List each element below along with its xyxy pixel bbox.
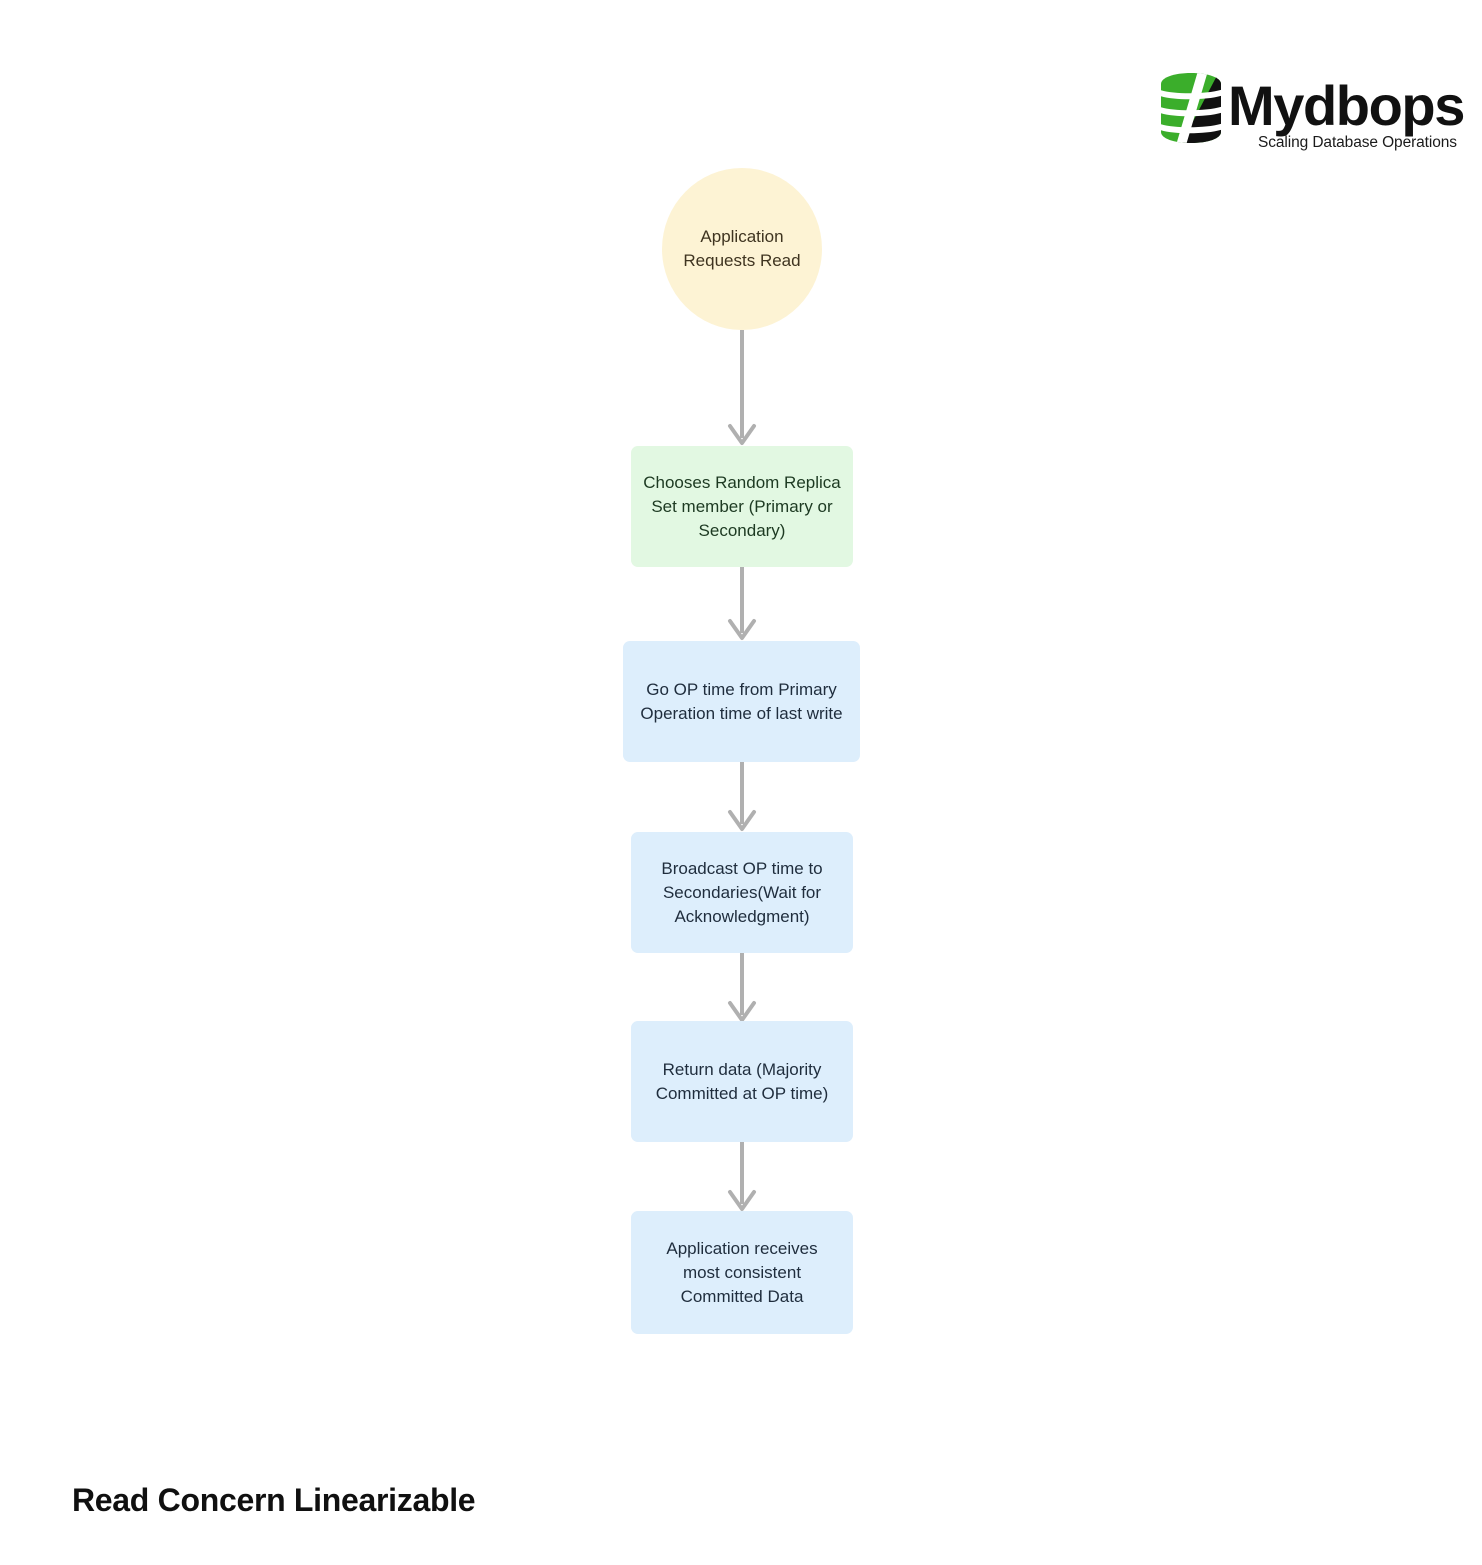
flow-edge-n5-n6 [722,1142,762,1212]
flow-node-broadcast-op-time-to-secondaries[interactable]: Broadcast OP time to Secondaries(Wait fo… [631,832,853,953]
flow-node-label: Return data (Majority Committed at OP ti… [655,1059,829,1103]
brand-tagline: Scaling Database Operations [1258,134,1457,151]
flow-node-label: Application receives most consistent Com… [666,1238,818,1306]
flow-edge-n2-n3 [722,567,762,641]
flow-node-application-receives-committed-data[interactable]: Application receives most consistent Com… [631,1211,853,1334]
flow-node-application-requests-read[interactable]: Application Requests Read [662,168,822,330]
brand-wordmark: Mydbops [1228,74,1465,137]
flow-node-label: Broadcast OP time to Secondaries(Wait fo… [661,858,823,926]
flowchart: Application Requests Read Chooses Random… [623,168,860,1334]
flow-edge-n1-n2 [722,330,762,446]
database-cylinder-icon [1160,72,1222,144]
brand-logo: Mydbops Scaling Database Operations [1160,70,1465,155]
flow-edge-n3-n4 [722,762,762,832]
flow-node-label: Application Requests Read [683,227,801,270]
flow-node-chooses-random-replica-set-member[interactable]: Chooses Random Replica Set member (Prima… [631,446,853,567]
flow-node-label: Go OP time from Primary Operation time o… [640,679,843,723]
flow-edge-n4-n5 [722,953,762,1023]
flow-node-label: Chooses Random Replica Set member (Prima… [643,472,841,540]
flow-node-go-op-time-from-primary[interactable]: Go OP time from Primary Operation time o… [623,641,860,762]
page-title: Read Concern Linearizable [72,1482,476,1518]
flow-node-return-data-majority-committed[interactable]: Return data (Majority Committed at OP ti… [631,1021,853,1142]
